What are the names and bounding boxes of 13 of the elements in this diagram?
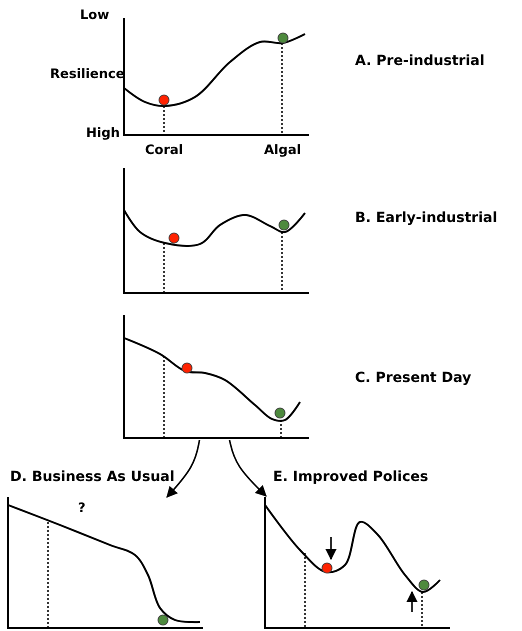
axis-label: High bbox=[86, 126, 120, 142]
panel-title: D. Business As Usual bbox=[10, 469, 175, 485]
question-mark: ? bbox=[78, 501, 86, 517]
panel-title: A. Pre-industrial bbox=[355, 53, 484, 69]
curved-arrow bbox=[166, 440, 200, 498]
axis-label: Algal bbox=[264, 143, 302, 159]
curved-arrow bbox=[228, 440, 267, 497]
panel-title: C. Present Day bbox=[355, 370, 472, 386]
axis-label: Coral bbox=[145, 143, 184, 159]
panel-title: B. Early-industrial bbox=[355, 210, 498, 226]
axis-label: Resilience bbox=[50, 67, 125, 83]
axis-label: Low bbox=[80, 8, 110, 24]
panel-title: E. Improved Polices bbox=[273, 469, 428, 485]
